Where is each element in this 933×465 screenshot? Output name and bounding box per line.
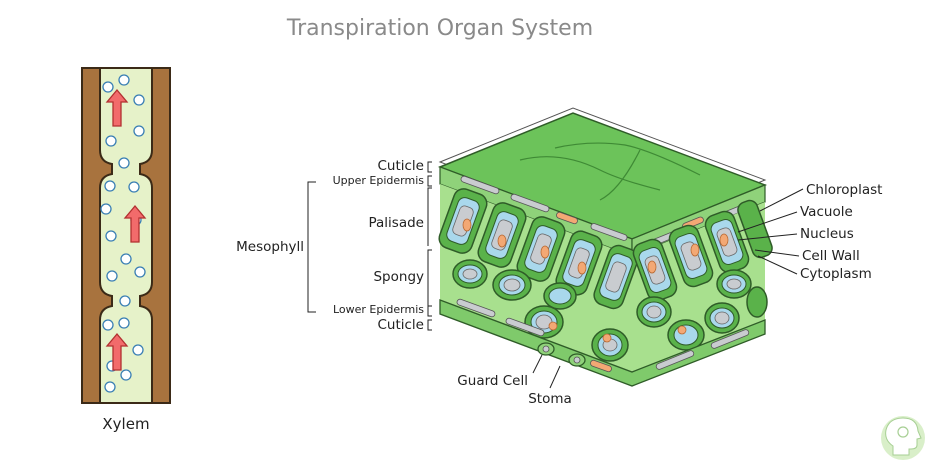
label-chloroplast: Chloroplast: [806, 182, 882, 198]
up-arrow-icon: [105, 88, 129, 127]
label-cuticle-top: Cuticle: [377, 158, 424, 174]
water-flow-arrows: [105, 88, 147, 371]
label-nucleus: Nucleus: [800, 226, 854, 242]
label-cuticle-bottom: Cuticle: [377, 317, 424, 333]
label-mesophyll: Mesophyll: [236, 239, 304, 255]
label-stoma: Stoma: [528, 391, 572, 407]
head-brain-logo-icon: [881, 416, 925, 460]
palisade-cells: [438, 188, 773, 310]
label-guard-cell: Guard Cell: [457, 373, 528, 389]
layer-brackets: [307, 161, 432, 331]
xylem-fluid: [99, 67, 153, 404]
up-arrow-icon: [105, 332, 129, 371]
label-upper-epidermis: Upper Epidermis: [333, 174, 425, 187]
lower-epidermis: [439, 299, 766, 387]
label-vacuole: Vacuole: [800, 204, 853, 220]
xylem-label: Xylem: [102, 415, 149, 433]
guard-cells: [537, 342, 586, 367]
up-arrow-icon: [123, 204, 147, 243]
label-cell-wall: Cell Wall: [802, 248, 860, 264]
xylem-vessel: [81, 67, 171, 404]
spongy-cells: [452, 259, 768, 362]
water-bubbles: [100, 74, 146, 393]
label-spongy: Spongy: [373, 269, 424, 285]
label-palisade: Palisade: [369, 215, 425, 231]
label-cytoplasm: Cytoplasm: [800, 266, 872, 282]
page-title: Transpiration Organ System: [286, 16, 593, 41]
cell-label-lines: [737, 188, 804, 275]
label-lower-epidermis: Lower Epidermis: [333, 303, 424, 316]
leaf-cross-section: [437, 107, 773, 387]
